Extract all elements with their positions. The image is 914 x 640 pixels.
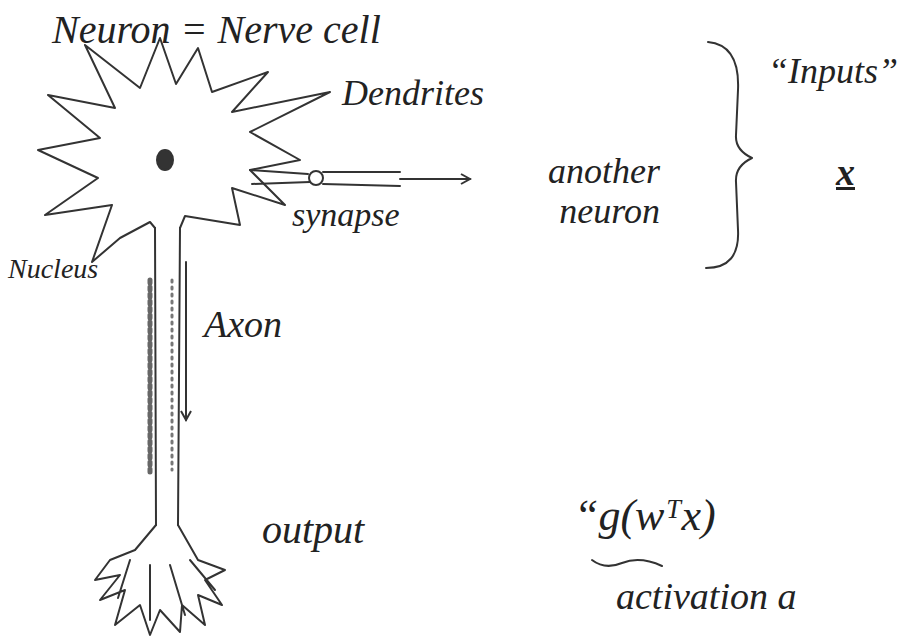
cell-body <box>38 38 330 262</box>
brace <box>706 42 752 268</box>
activation-label: activation a <box>616 576 796 618</box>
title: Neuron = Nerve cell <box>52 8 381 52</box>
synapse-fibre <box>250 170 310 184</box>
underbrace <box>592 560 662 566</box>
nucleus-dot <box>157 150 173 170</box>
part-name: Nucleus <box>8 254 98 285</box>
part-name: synapse <box>292 196 400 233</box>
part-name: Axon <box>204 304 282 346</box>
axon-arrow <box>185 262 187 420</box>
part-name: Dendrites <box>342 74 484 114</box>
input-vector: x <box>836 152 855 194</box>
axon-hatching <box>148 280 153 475</box>
synapse-arrow <box>400 178 470 180</box>
inputs-label: “Inputs” <box>768 52 898 92</box>
axon-terminal <box>95 525 225 635</box>
formula: “g(wᵀx) <box>574 492 716 540</box>
synapse-line <box>323 172 400 186</box>
axon <box>155 228 180 525</box>
target-label: another neuron <box>488 152 660 231</box>
synapse-knob <box>309 171 323 185</box>
output-label: output <box>262 508 364 552</box>
axon-hatching <box>171 280 174 470</box>
